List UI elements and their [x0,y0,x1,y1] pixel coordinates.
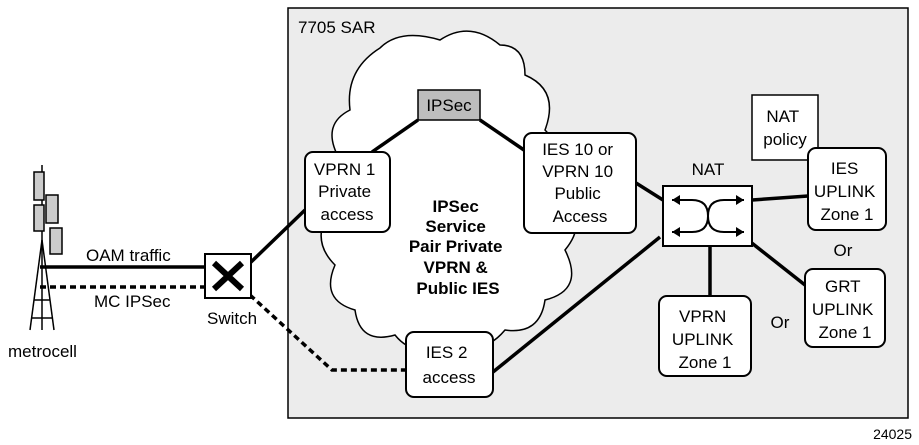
ies10-line: IES 10 or [542,140,613,159]
figure-id: 24025 [873,426,912,442]
ipsec-box [417,89,481,121]
vprn1-line: VPRN 1 [314,160,375,179]
grt-uplink-line: UPLINK [812,300,874,319]
ies10-node [523,132,637,234]
vprn-uplink-line: UPLINK [672,330,734,349]
ipsec-box-label: IPSec [426,96,472,115]
nat-policy-line: policy [763,130,807,149]
cloud-line: Pair Private [409,237,503,256]
ies2-line: access [423,368,476,387]
ies-uplink-label: IES UPLINK Zone 1 [814,159,880,224]
ies2-label: IES 2 access [423,343,476,387]
nat-device-icon [662,185,753,247]
metrocell-label: metrocell [8,342,77,361]
grt-uplink-node [804,268,886,348]
grt-uplink-label: GRT UPLINK Zone 1 [812,277,878,342]
or-right-label: Or [834,241,853,260]
vprn1-line: Private [318,182,371,201]
ies10-line: Public [554,184,601,203]
vprn-uplink-line: Zone 1 [679,353,732,372]
dashed-connections [40,285,406,372]
switch-label: Switch [207,309,257,328]
ies2-line: IES 2 [426,343,468,362]
metrocell-tower-icon [29,165,63,331]
grt-uplink-line: Zone 1 [819,323,872,342]
ies10-line: Access [553,207,608,226]
connections [40,118,809,374]
ies10-label: IES 10 or VPRN 10 Public Access [542,140,618,226]
or-bottom-label: Or [771,313,790,332]
ies-uplink-line: IES [831,159,858,178]
vprn-uplink-label: VPRN UPLINK Zone 1 [672,307,738,372]
cloud-label: IPSec Service Pair Private VPRN & Public… [409,197,507,298]
vprn1-label: VPRN 1 Private access [314,160,380,224]
switch-icon [204,253,252,299]
ies2-node [405,331,494,398]
grt-uplink-line: GRT [825,277,860,296]
vprn-uplink-line: VPRN [679,307,726,326]
mc-ipsec-label: MC IPSec [94,292,171,311]
ies10-line: VPRN 10 [542,162,613,181]
cloud-line: Service [425,217,486,236]
nat-label: NAT [692,160,725,179]
vprn1-node [304,151,391,233]
ies-uplink-line: Zone 1 [821,205,874,224]
oam-traffic-label: OAM traffic [86,246,171,265]
sar-label: 7705 SAR [298,18,376,37]
cloud-line: Public IES [416,279,499,298]
ies-uplink-line: UPLINK [814,182,876,201]
nat-policy-label: NAT policy [763,107,807,149]
cloud-line: IPSec [432,197,478,216]
nat-policy-box [751,94,819,161]
nat-policy-line: NAT [766,107,798,126]
vprn-uplink-node [658,295,752,377]
cloud-line: VPRN & [424,258,488,277]
ies-uplink-node [807,147,887,231]
vprn1-line: access [321,205,374,224]
